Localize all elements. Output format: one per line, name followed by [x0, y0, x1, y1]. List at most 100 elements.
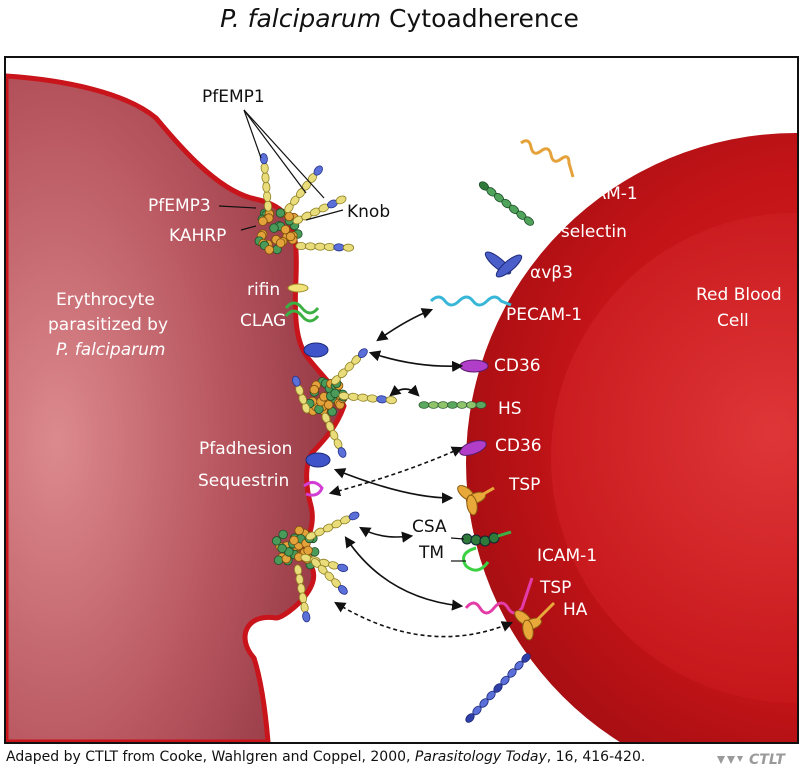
- hs-bead: [428, 401, 439, 409]
- tsp-b-label: TSP: [539, 578, 571, 598]
- left-cell-line1: Erythrocyte: [56, 290, 155, 310]
- pfemp1-bead: [260, 162, 269, 174]
- pfemp1-bead: [342, 243, 355, 252]
- pfemp1-bead: [292, 375, 301, 387]
- pecam1-receptor: [429, 295, 512, 307]
- knob-bead: [285, 231, 296, 242]
- avb3-receptor: [484, 251, 523, 278]
- pfemp1-bead: [262, 181, 271, 193]
- citation: Adaped by CTLT from Cooke, Wahlgren and …: [6, 749, 646, 765]
- pfemp1-bead: [302, 611, 311, 623]
- avb3-label: αvβ3: [530, 263, 573, 283]
- pfemp1-bead: [523, 216, 534, 226]
- knob-bead: [275, 238, 286, 248]
- hs-bead: [475, 401, 487, 409]
- hs-bead: [447, 401, 458, 409]
- ctlt-logo: CTLT: [715, 752, 785, 768]
- diagram-frame: PfEMP1 PfEMP3 Knob KAHRP rifin CLAG Pfad…: [4, 56, 799, 744]
- leader-lines: [218, 109, 466, 562]
- hs-label: HS: [498, 399, 522, 419]
- knob-bead: [303, 545, 313, 556]
- knob-bead: [278, 529, 288, 540]
- knob-bead: [269, 223, 279, 233]
- cd36-b-label: CD36: [495, 436, 542, 456]
- red-blood-cell: [466, 133, 797, 742]
- rifin-protein: [287, 283, 309, 293]
- knob-bead: [273, 555, 284, 565]
- kahrp-label: KAHRP: [169, 226, 226, 246]
- knob-bead: [284, 211, 294, 222]
- sequestrin-protein: [303, 481, 324, 497]
- knob-bead: [309, 384, 319, 395]
- knob-label: Knob: [347, 202, 390, 222]
- pfemp1-bead: [347, 392, 360, 401]
- hs-bead: [466, 401, 477, 409]
- tm-label: TM: [418, 543, 444, 563]
- ctlt-logo-icon: [717, 756, 743, 764]
- knob-bead: [264, 245, 275, 255]
- clag-label: CLAG: [240, 311, 286, 331]
- clag-protein: [284, 301, 320, 323]
- pfemp1-bead: [323, 242, 336, 251]
- pfemp1-bead: [313, 165, 323, 176]
- clag-anchor-protein: [303, 342, 329, 358]
- knob-bead: [289, 535, 299, 546]
- csa-receptor: [461, 530, 512, 547]
- pfemp1-bead: [335, 195, 347, 205]
- knob-cluster-top: [254, 208, 303, 255]
- icam1-label: ICAM-1: [537, 546, 597, 566]
- sequestrin-label: Sequestrin: [198, 471, 289, 491]
- vcam1-receptor: [520, 139, 575, 178]
- ctlt-logo-text: CTLT: [749, 752, 785, 768]
- ha-label: HA: [563, 600, 588, 620]
- vcam1-label: VCAM-1: [571, 184, 638, 204]
- knob-bead: [294, 525, 304, 536]
- pfemp1-bead: [357, 348, 368, 359]
- knob-bead: [271, 536, 282, 546]
- tm-receptor: [462, 546, 490, 572]
- knob-bead: [323, 400, 334, 410]
- eselectin-receptor: [478, 181, 534, 226]
- pfadhesion-protein: [305, 452, 331, 468]
- pfemp1-bead: [314, 242, 326, 251]
- pfemp1-bead: [348, 511, 360, 521]
- pfemp1-bead: [300, 601, 309, 613]
- cd36-receptor-a: [459, 359, 489, 373]
- pfemp1-label: PfEMP1: [202, 87, 265, 107]
- pfemp1-bead: [366, 394, 378, 403]
- cytoadherence-diagram: PfEMP1 PfEMP3 Knob KAHRP rifin CLAG Pfad…: [6, 73, 797, 742]
- knob-bead: [275, 208, 286, 218]
- pfemp1-chains: [259, 153, 397, 623]
- rbc-label-line1: Red Blood: [696, 285, 782, 305]
- knob-bead: [314, 404, 324, 414]
- csa-label: CSA: [412, 517, 447, 537]
- pfadhesion-label: Pfadhesion: [199, 439, 292, 459]
- tsp-receptor-b: [514, 601, 556, 641]
- pfemp1-bead: [376, 395, 388, 404]
- pfemp1-bead: [385, 396, 397, 405]
- knob-bead: [258, 216, 268, 226]
- pfemp1-bead: [261, 172, 270, 184]
- pfemp1-bead: [259, 153, 268, 165]
- rbc-label-line2: Cell: [717, 311, 749, 331]
- pfemp1-bead: [304, 242, 317, 251]
- pecam1-label: PECAM-1: [506, 305, 582, 325]
- hs-bead: [456, 401, 468, 409]
- rifin-label: rifin: [247, 280, 280, 300]
- diagram-title: P. falciparum Cytoadherence: [220, 4, 579, 33]
- left-cell-line3: P. falciparum: [56, 340, 165, 360]
- eselectin-label: E-selectin: [544, 222, 627, 242]
- ha-bead: [465, 713, 475, 723]
- hs-receptor: [418, 401, 487, 409]
- pfemp1-bead: [333, 243, 345, 252]
- interaction-arrows: [328, 308, 514, 638]
- knob-bead: [330, 388, 340, 399]
- pfemp1-bead: [357, 393, 369, 402]
- left-cell-line2: parasitized by: [48, 315, 168, 335]
- ha-receptor: [465, 653, 531, 723]
- hs-bead: [437, 401, 449, 409]
- pfemp3-label: PfEMP3: [148, 196, 211, 216]
- knob-bead: [280, 224, 291, 235]
- cd36-a-label: CD36: [494, 356, 541, 376]
- pfemp1-bead: [295, 241, 307, 251]
